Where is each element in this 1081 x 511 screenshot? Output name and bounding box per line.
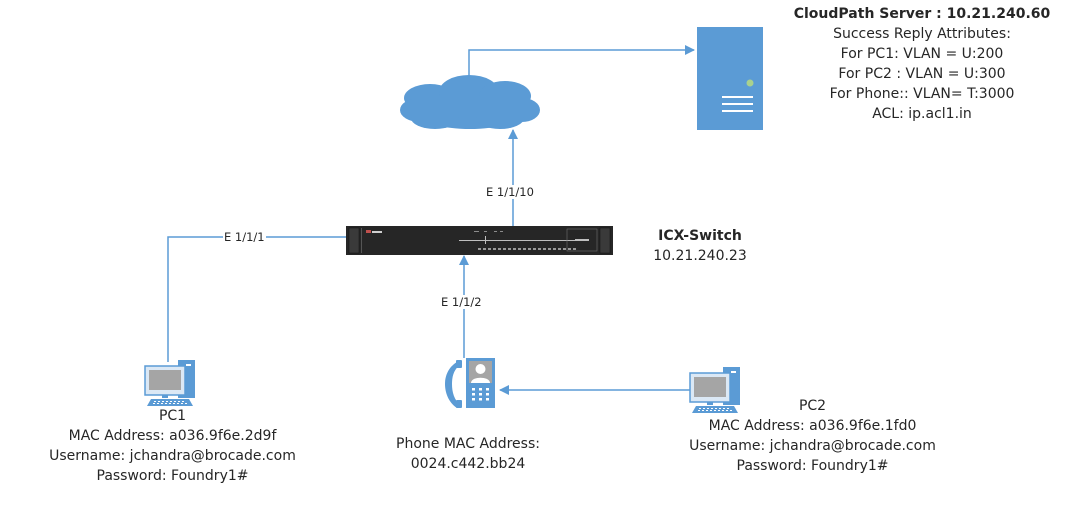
pc2-desktop-icon <box>689 367 740 413</box>
phone-mac: 0024.c442.bb24 <box>410 456 526 472</box>
server-icon <box>697 27 763 130</box>
phone-info: Phone MAC Address: 0024.c442.bb24 <box>368 434 568 474</box>
server-info: CloudPath Server : 10.21.240.60 Success … <box>762 4 1081 124</box>
pc2-password: Password: Foundry1# <box>736 458 889 474</box>
server-attr-line: For PC2 : VLAN = U:300 <box>838 66 1006 82</box>
phone-label: Phone MAC Address: <box>396 436 540 452</box>
link-label-uplink: E 1/1/10 <box>485 185 535 199</box>
link-label-pc1: E 1/1/1 <box>223 230 266 244</box>
pc2-mac: MAC Address: a036.9f6e.1fd0 <box>708 418 917 434</box>
link-cloud-to-server <box>468 45 695 76</box>
server-attr-line: ACL: ip.acl1.in <box>872 106 972 122</box>
link-pc1-to-switch <box>167 232 464 362</box>
switch-ip: 10.21.240.23 <box>653 248 747 264</box>
pc1-desktop-icon <box>144 360 195 406</box>
pc2-name: PC2 <box>798 398 827 414</box>
pc2-info: PC2 MAC Address: a036.9f6e.1fd0 Username… <box>650 396 975 476</box>
link-label-phone: E 1/1/2 <box>440 295 483 309</box>
server-attr-line: For Phone:: VLAN= T:3000 <box>829 86 1015 102</box>
pc1-info: PC1 MAC Address: a036.9f6e.2d9f Username… <box>10 406 335 486</box>
switch-ports <box>478 248 576 250</box>
pc1-password: Password: Foundry1# <box>96 468 249 484</box>
cloud-icon <box>400 75 540 129</box>
server-attr-line: Success Reply Attributes: <box>833 26 1011 42</box>
ip-phone-icon <box>445 358 495 408</box>
pc1-name: PC1 <box>158 408 187 424</box>
switch-name: ICX-Switch <box>658 228 742 244</box>
switch-info: ICX-Switch 10.21.240.23 <box>620 226 780 266</box>
server-status-led <box>746 79 754 87</box>
pc1-mac: MAC Address: a036.9f6e.2d9f <box>68 428 277 444</box>
pc1-username: Username: jchandra@brocade.com <box>49 448 296 464</box>
server-attr-line: For PC1: VLAN = U:200 <box>840 46 1004 62</box>
connections <box>167 45 695 395</box>
server-title: CloudPath Server : 10.21.240.60 <box>793 6 1051 22</box>
switch-icon <box>346 226 613 255</box>
pc2-username: Username: jchandra@brocade.com <box>689 438 936 454</box>
